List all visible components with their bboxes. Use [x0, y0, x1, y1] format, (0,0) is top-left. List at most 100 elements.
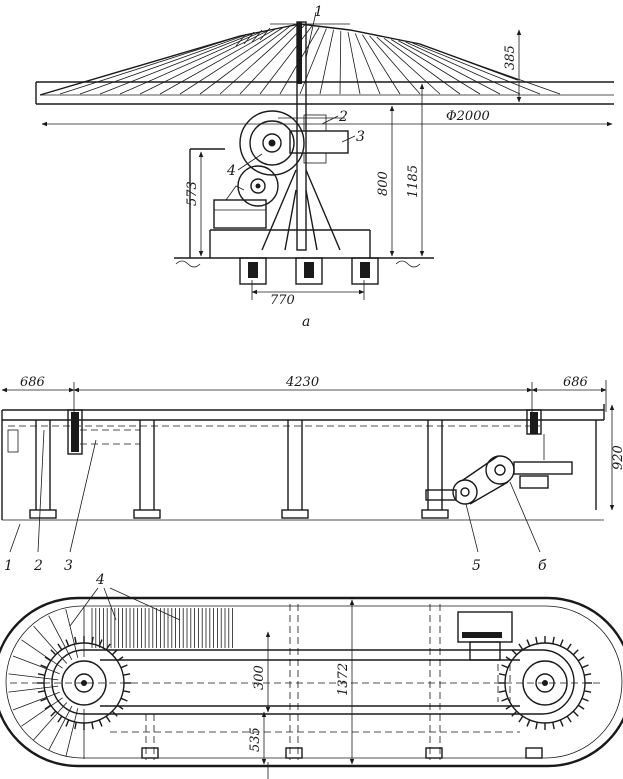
gear-tooth	[44, 704, 52, 710]
slat-line	[33, 702, 68, 741]
leader-lines-plan	[69, 587, 181, 627]
gear-tooth	[498, 673, 506, 676]
hatched-band	[235, 27, 271, 47]
dimension-686-right: 686	[563, 375, 588, 390]
dimension-1372: 1372	[336, 663, 351, 696]
gear-tooth	[74, 722, 77, 730]
rotary-table-view: 1 2 3 4 385 Φ2000 573 800 1185 770 a	[35, 4, 614, 330]
plate-line	[354, 33, 381, 95]
outer-belt-outline	[0, 596, 623, 768]
gear-tooth	[50, 649, 57, 656]
plate-line	[405, 41, 521, 95]
gear-tooth	[111, 710, 118, 717]
gear-tooth	[559, 719, 564, 727]
plate-line	[259, 25, 313, 95]
dimension-lines-plan	[261, 599, 355, 779]
plate-line	[99, 32, 255, 95]
slat-line	[65, 708, 79, 757]
plate-line	[419, 44, 561, 95]
dimension-385: 385	[503, 45, 518, 70]
gear-tooth	[526, 639, 531, 647]
conveyor-table-top	[1, 404, 605, 520]
leg-foot	[421, 509, 449, 519]
leg-foot	[133, 509, 161, 519]
support-frame	[189, 148, 371, 258]
plan-drive-unit	[457, 611, 513, 702]
gear-tooth	[566, 643, 572, 651]
gear-tooth	[65, 719, 70, 727]
plan-cross-members	[141, 604, 543, 760]
plate-line	[319, 29, 334, 95]
gear-tooth	[535, 722, 538, 730]
dimension-1185: 1185	[406, 165, 421, 198]
dimension-573: 573	[185, 181, 200, 206]
plate-line	[199, 25, 291, 95]
gear-tooth	[511, 649, 518, 656]
gear-tooth	[40, 664, 48, 669]
gear-tooth	[74, 636, 77, 644]
dimension-300: 300	[252, 665, 267, 690]
part-label-3-side: 3	[64, 558, 73, 574]
plate-line	[239, 24, 306, 95]
plate-line	[398, 40, 501, 95]
dimension-770: 770	[270, 293, 295, 308]
gear-tooth	[37, 690, 45, 693]
dimension-4230: 4230	[285, 375, 319, 390]
gear-tooth	[105, 643, 111, 651]
leg-foot	[29, 509, 57, 519]
gear-tooth	[566, 715, 572, 723]
slat-line	[12, 655, 60, 675]
gear-tooth	[111, 649, 118, 656]
plate-line	[369, 35, 421, 95]
plate-stack-lines	[59, 24, 561, 95]
slat-line	[8, 685, 59, 693]
part-label-1-top: 1	[314, 4, 323, 20]
plate-line	[362, 34, 401, 95]
gear-tooth	[57, 715, 63, 723]
gear-tooth	[559, 639, 564, 647]
part-label-4-top: 4	[226, 163, 236, 179]
gear-tooth	[526, 719, 531, 727]
drive-gear-assembly	[213, 110, 349, 229]
plate-line	[179, 27, 284, 95]
part-label-6-side: б	[538, 558, 547, 574]
support-legs-side	[29, 420, 449, 519]
slat-line	[21, 639, 63, 669]
slat-line	[65, 609, 79, 658]
dimension-diameter-2000: Φ2000	[446, 109, 490, 124]
plate-line	[376, 36, 441, 95]
slat-line	[21, 697, 63, 727]
gear-tooth	[123, 690, 131, 693]
gear-tooth	[584, 690, 592, 693]
gear-tooth	[572, 710, 579, 717]
gear-tooth	[501, 697, 509, 702]
plate-line	[299, 28, 327, 95]
leader-lines-a	[237, 11, 356, 171]
gear-tooth	[37, 673, 45, 676]
gear-tooth	[581, 664, 589, 669]
part-label-2-side: 2	[33, 558, 43, 574]
figure-caption-a: a	[302, 314, 310, 330]
conveyor-plan-view: 4 300 1372 535	[0, 572, 623, 779]
central-guide	[10, 659, 600, 733]
plate-slats	[8, 607, 234, 759]
part-label-1-side: 1	[4, 558, 13, 574]
plate-line	[390, 39, 481, 95]
plate-line	[339, 30, 342, 95]
gear-tooth	[98, 719, 103, 727]
gear-tooth	[552, 636, 555, 644]
dimension-lines-a	[41, 29, 613, 300]
dimension-800: 800	[376, 171, 391, 196]
gear-tooth	[581, 697, 589, 702]
slat-line	[48, 615, 73, 661]
plate-line	[383, 37, 461, 95]
gear-tooth	[105, 715, 111, 723]
slat-line	[12, 691, 60, 711]
gear-tooth	[40, 697, 48, 702]
leg-foot	[281, 509, 309, 519]
plate-line	[79, 34, 248, 95]
gear-tooth	[44, 656, 52, 662]
plate-line	[119, 31, 262, 95]
gear-tooth	[535, 636, 538, 644]
gear-tooth	[50, 710, 57, 717]
